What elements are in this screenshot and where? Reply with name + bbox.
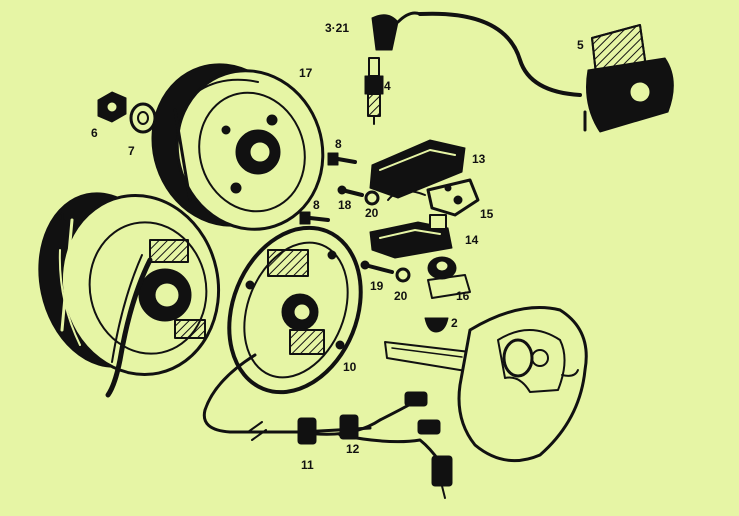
label-part-20-upper: 20	[365, 206, 379, 220]
label-part-13: 13	[472, 152, 486, 166]
label-part-7: 7	[128, 144, 135, 158]
label-part-20-lower: 20	[394, 289, 408, 303]
label-part-18: 18	[338, 198, 352, 212]
spark-plug-cap-and-lead	[371, 11, 582, 97]
label-part-12: 12	[346, 442, 360, 456]
label-part-19: 19	[370, 279, 384, 293]
ignition-coil	[583, 24, 674, 133]
spark-plug	[364, 57, 384, 125]
wiring-harness	[202, 353, 453, 499]
label-part-8-lower: 8	[313, 198, 320, 212]
label-part-10: 10	[343, 360, 357, 374]
label-part-17: 17	[299, 66, 313, 80]
woodruff-key	[424, 317, 449, 333]
label-part-14: 14	[465, 233, 479, 247]
label-part-5: 5	[577, 38, 584, 52]
flywheel-nut-and-washer	[97, 91, 157, 134]
cable-grommet	[427, 256, 471, 299]
flywheel-rotor-upper	[151, 63, 325, 231]
label-part-11: 11	[301, 458, 314, 472]
label-part-16: 16	[456, 289, 470, 303]
label-part-8-upper: 8	[335, 137, 342, 151]
lighting-coil	[369, 214, 453, 259]
label-part-4: 4	[384, 79, 391, 93]
contact-breaker	[387, 178, 480, 217]
condenser-unit	[369, 139, 466, 199]
screw-18-and-washer-20	[337, 185, 380, 206]
screw-19-and-washer-20	[360, 260, 411, 283]
screw-upper	[327, 152, 357, 166]
label-part-1: 1	[59, 210, 66, 224]
label-part-15: 15	[480, 207, 494, 221]
label-part-3-21: 3·21	[325, 21, 350, 35]
flywheel-rotor-lower	[38, 192, 221, 398]
label-part-6: 6	[91, 126, 98, 140]
screw-lower	[299, 211, 330, 225]
label-part-2: 2	[451, 316, 458, 330]
crankshaft	[384, 306, 588, 463]
stator-base-plate	[227, 225, 363, 395]
